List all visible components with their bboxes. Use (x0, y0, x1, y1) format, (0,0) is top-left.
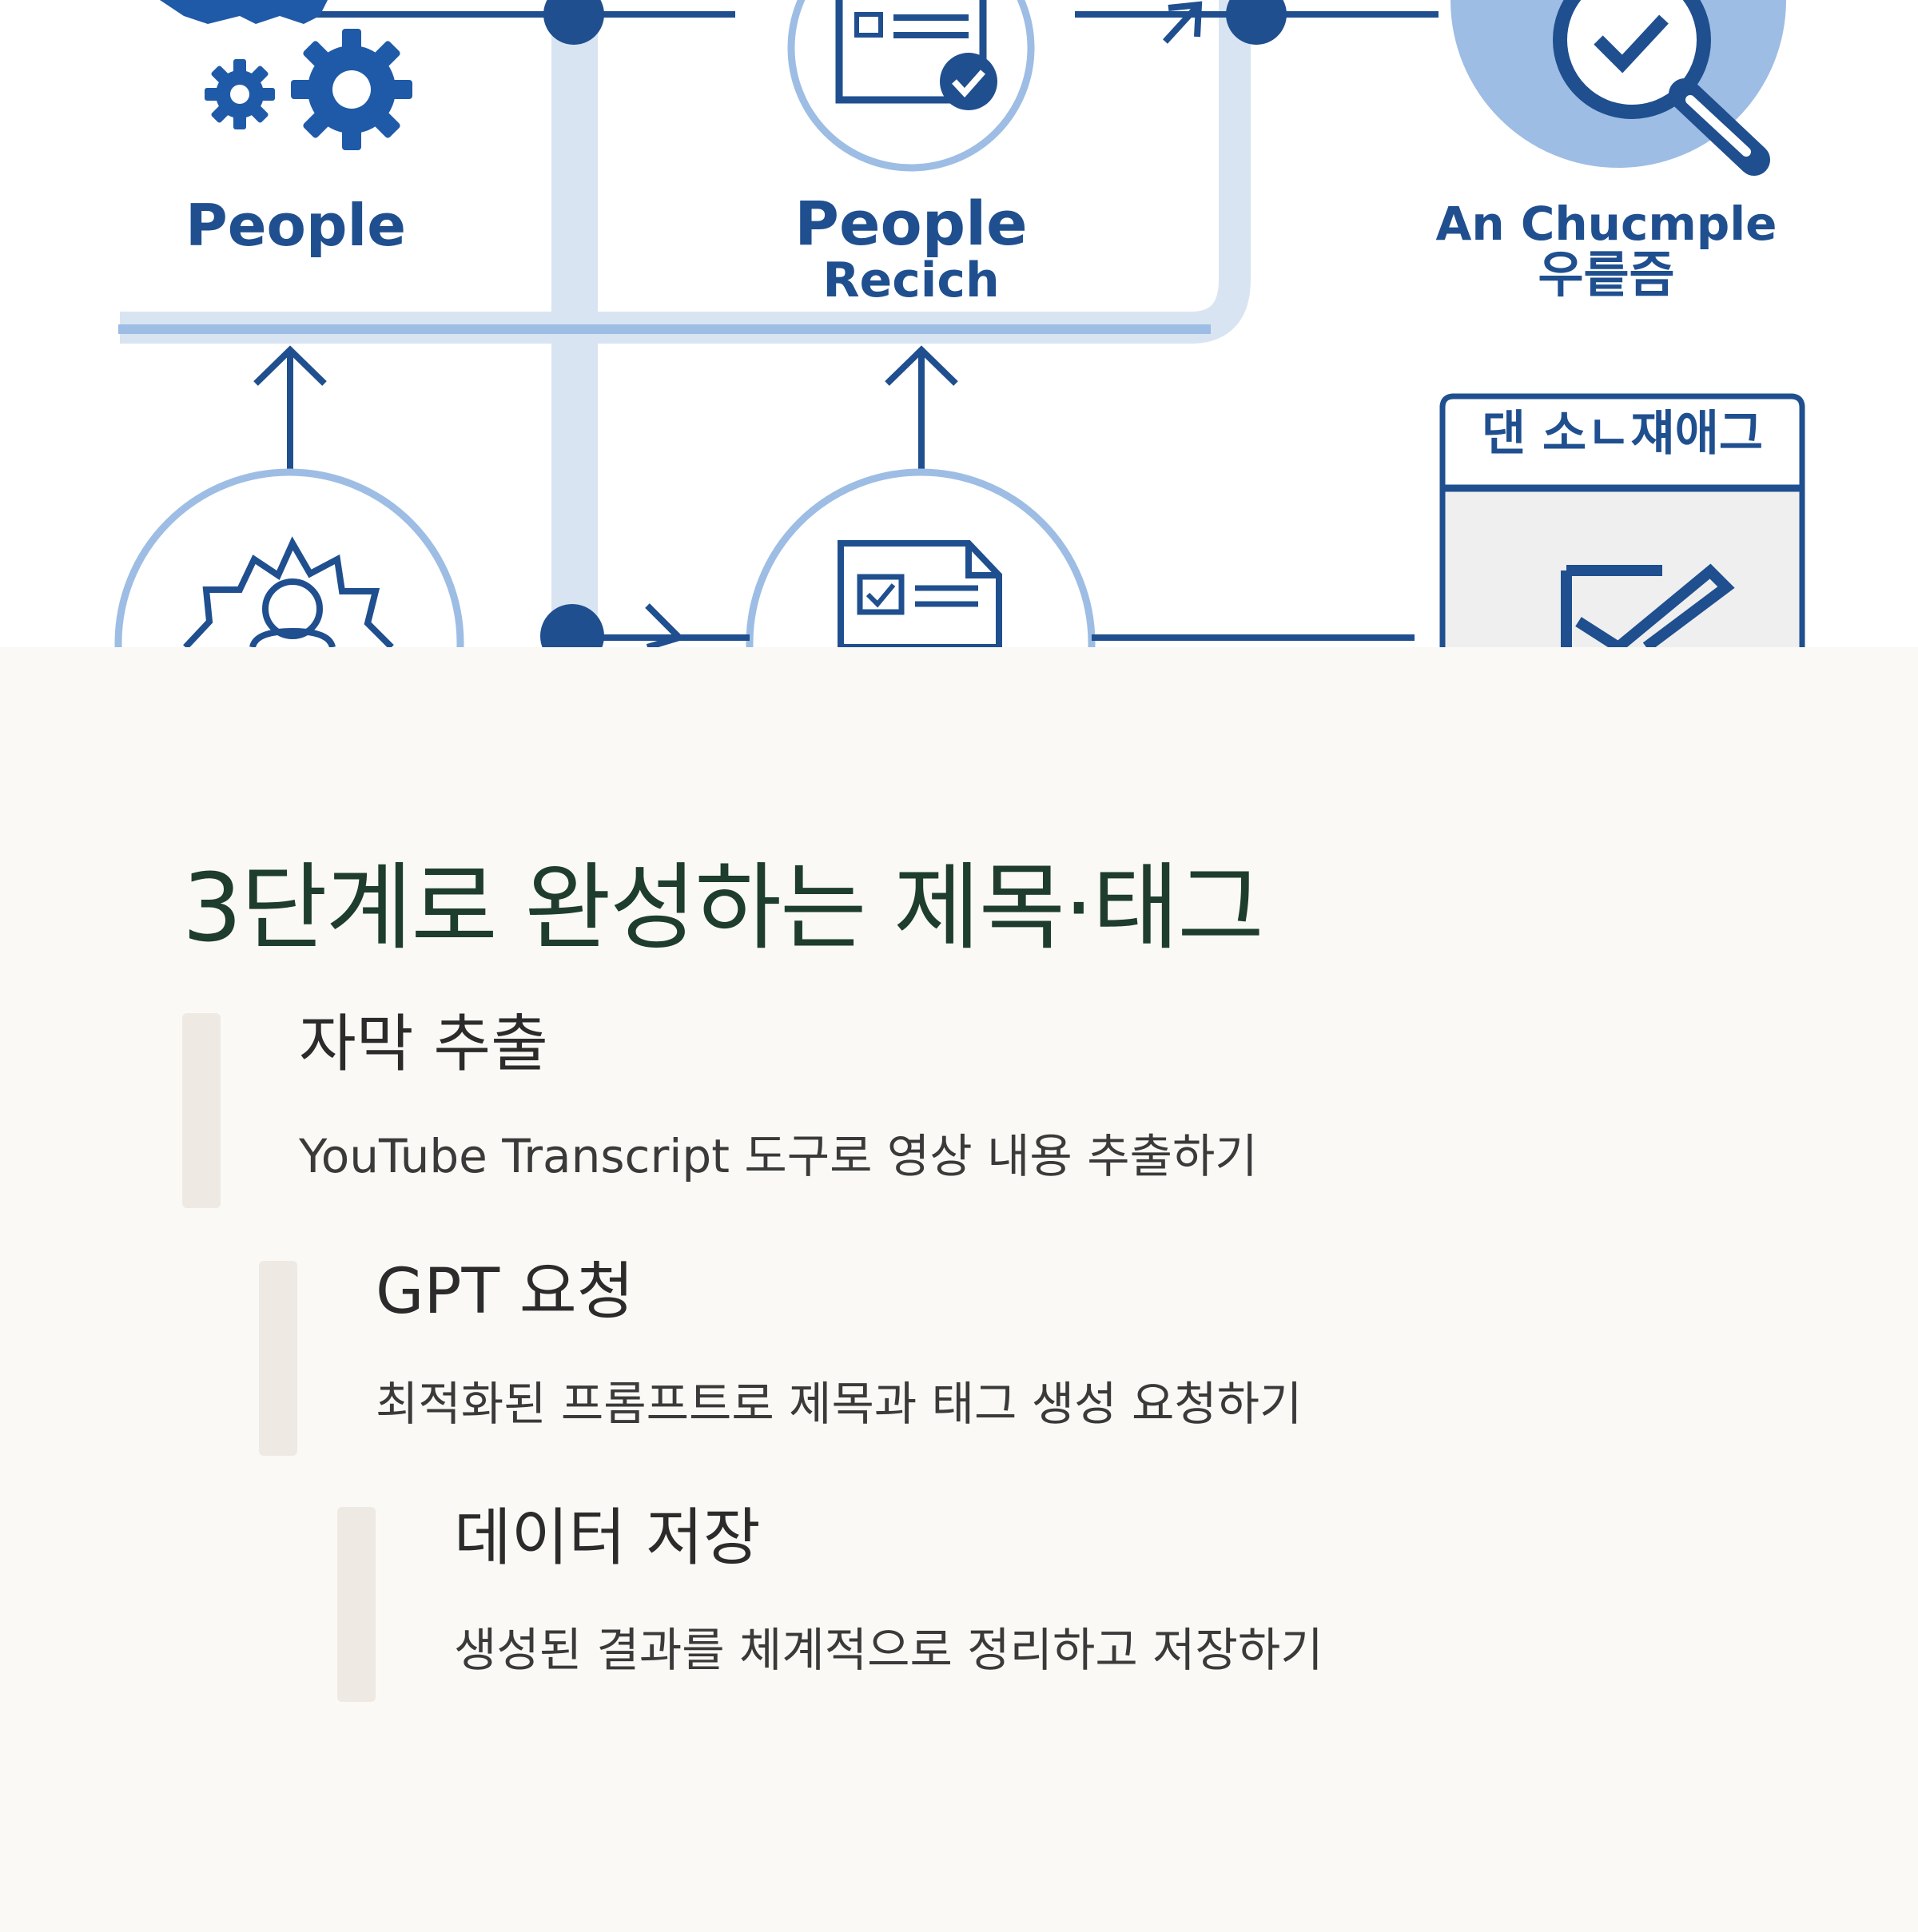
gears-icon (160, 0, 412, 150)
diagram-label-people-recich: People Recich (767, 192, 1055, 306)
panel-header-label: 댄 소ㄴ쟤애그 (1481, 406, 1764, 462)
step-accent-bar (259, 1261, 297, 1456)
magnifier-check-icon (1553, 0, 1770, 176)
step-item: 자막 추출 YouTube Transcript 도구로 영상 내용 추출하기 (182, 1013, 1621, 1208)
page-title: 3단계로 완성하는 제목·태그 (182, 853, 1264, 963)
step-description: 생성된 결과를 체계적으로 정리하고 저장하기 (454, 1623, 1323, 1677)
checklist-panel (1439, 393, 1805, 647)
workflow-diagram (114, 0, 1805, 647)
step-description: YouTube Transcript 도구로 영상 내용 추출하기 (299, 1129, 1258, 1183)
arrow-right-icon (645, 603, 686, 647)
step-item: GPT 요청 최적화된 프롬프트로 제목과 태그 생성 요청하기 (259, 1261, 1697, 1456)
up-arrow-icon (885, 345, 958, 471)
diagram-label-people: People (185, 192, 407, 259)
step-title: GPT 요청 (376, 1256, 635, 1328)
checked-document-icon (835, 0, 997, 110)
arrow-right-icon (1163, 1, 1203, 44)
checkbox-icon (1561, 565, 1662, 647)
step-description: 최적화된 프롬프트로 제목과 태그 생성 요청하기 (376, 1377, 1303, 1431)
form-node-ring (746, 468, 1096, 647)
diagram-label-line1: People (794, 188, 1028, 259)
step-item: 데이터 저장 생성된 결과를 체계적으로 정리하고 저장하기 (337, 1507, 1776, 1702)
step-accent-bar (337, 1507, 376, 1702)
document-node-ring (787, 0, 1035, 172)
bracket-connector (120, 0, 1251, 344)
form-document-icon (838, 540, 1002, 647)
step-accent-bar (182, 1013, 221, 1208)
workflow-illustration: People People Recich An Chucmple 우릍즘 댄 소… (0, 0, 1918, 647)
step-title: 데이터 저장 (454, 1502, 761, 1574)
junction-dot (1226, 0, 1287, 45)
gear-user-icon (183, 536, 394, 647)
junction-dot (543, 0, 604, 45)
up-arrow-icon (253, 345, 327, 471)
check-mark-icon (1575, 563, 1735, 647)
settings-node-ring (114, 468, 464, 647)
diagram-label-line2: Recich (822, 252, 1000, 308)
diagram-label-an-chucmple: An Chucmple 우릍즘 (1423, 200, 1790, 300)
diagram-label-line1: An Chucmple (1435, 197, 1777, 251)
step-title: 자막 추출 (299, 1008, 548, 1080)
diagram-label-line2: 우릍즘 (1538, 244, 1675, 304)
